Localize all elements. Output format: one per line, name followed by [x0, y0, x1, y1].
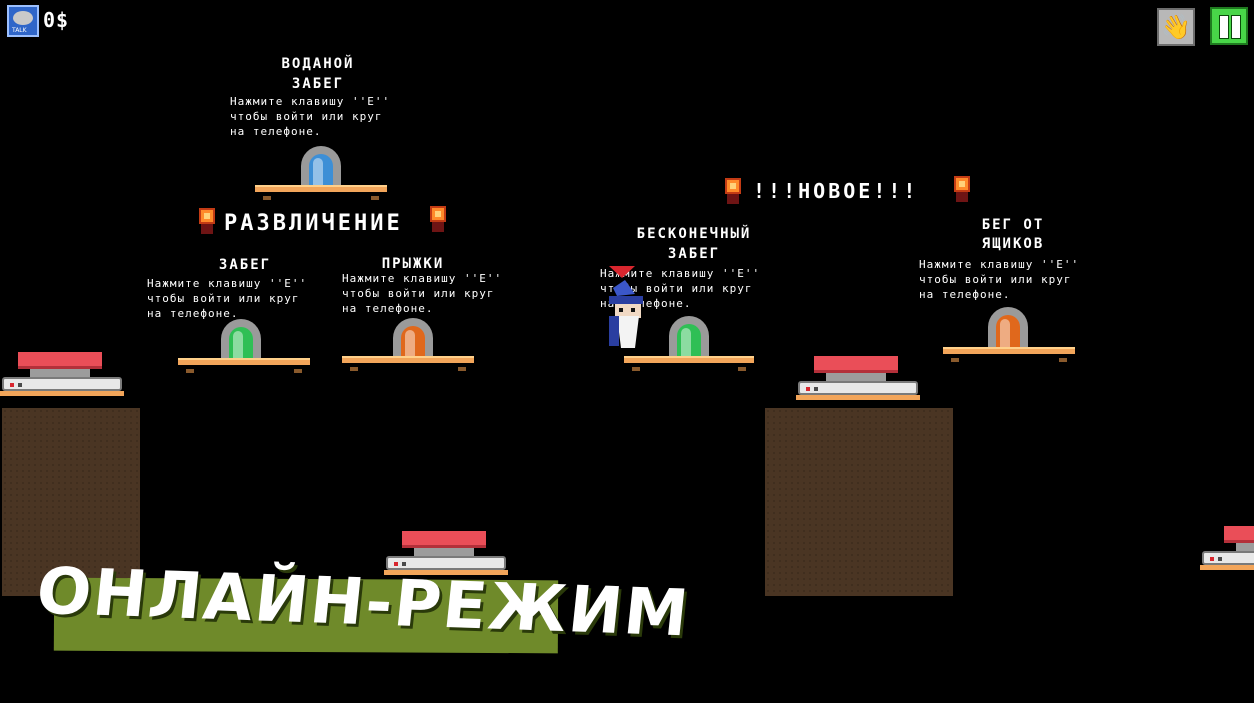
button-neck [1236, 543, 1254, 551]
portal-inner [677, 324, 701, 358]
shelf-leg [263, 196, 271, 200]
player-character [605, 266, 649, 348]
button-body [1202, 551, 1254, 565]
player-hat [613, 280, 635, 296]
jumps-hint: Нажмите клавишу ''E'' чтобы войти или кр… [342, 272, 503, 315]
button-cap [402, 531, 486, 548]
race-shelf [178, 358, 310, 373]
portal-inner [309, 154, 333, 188]
button-led [1218, 557, 1222, 561]
jumps-portal[interactable] [393, 318, 433, 360]
water-race-title-line1: ВОДАНОЙ [281, 56, 355, 72]
player-eye [631, 308, 635, 312]
pause-icon [1219, 15, 1229, 39]
shelf-leg [1059, 358, 1067, 362]
shelf-leg [632, 367, 640, 371]
race-portal[interactable] [221, 319, 261, 361]
player-hat-brim [609, 296, 643, 304]
waving-hand-icon[interactable]: 👋 [1157, 8, 1195, 46]
new-header: !!!НОВОЕ!!! [753, 179, 919, 203]
race-title: ЗАБЕГ [218, 257, 272, 273]
fun-header: РАЗВЛИЧЕНИЕ [224, 211, 403, 236]
button-body [386, 556, 506, 570]
shelf-leg [458, 367, 466, 371]
jump-pad-button [0, 352, 124, 398]
button-base [0, 391, 124, 396]
button-neck [414, 548, 474, 556]
button-led [10, 383, 14, 387]
portal-inner [401, 326, 425, 360]
player-beard [617, 316, 639, 348]
box-run-shelf [943, 347, 1075, 362]
jumps-shelf [342, 356, 474, 371]
torch-icon [722, 178, 744, 206]
endless-race-title-line1: БЕСКОНЕЧНЫЙ [636, 226, 752, 242]
button-cap [18, 352, 102, 369]
dirt-block [765, 408, 953, 596]
dirt-block [2, 408, 140, 596]
button-led [1210, 557, 1214, 561]
shelf-leg [294, 369, 302, 373]
button-base [796, 395, 920, 400]
shelf-leg [951, 358, 959, 362]
button-neck [30, 369, 90, 377]
water-race-title-line2: ЗАБЕГ [291, 76, 345, 92]
button-led [18, 383, 22, 387]
chat-bubble-icon [13, 11, 33, 25]
box-run-title-line2: ЯЩИКОВ [981, 236, 1045, 252]
money-counter: 0$ [43, 8, 70, 32]
button-led [814, 387, 818, 391]
portal-shade [1000, 319, 1010, 347]
shelf-leg [186, 369, 194, 373]
pause-icon-bar [1231, 15, 1241, 39]
jumps-title: ПРЫЖКИ [381, 256, 445, 272]
portal-shade [233, 331, 243, 359]
button-body [798, 381, 918, 395]
player-eye [619, 308, 623, 312]
button-neck [826, 373, 886, 381]
portal-inner [229, 327, 253, 361]
button-cap [1224, 526, 1254, 543]
jump-pad-button [384, 531, 508, 577]
button-cap [814, 356, 898, 373]
chat-button[interactable]: TALK [7, 5, 39, 37]
shelf-leg [738, 367, 746, 371]
torch-icon [951, 176, 973, 204]
torch-icon [196, 208, 218, 236]
box-run-portal[interactable] [988, 307, 1028, 349]
button-led [806, 387, 810, 391]
endless-race-portal[interactable] [669, 316, 709, 358]
box-run-hint: Нажмите клавишу ''E'' чтобы войти или кр… [919, 258, 1080, 301]
water-race-shelf [255, 185, 387, 200]
button-base [384, 570, 508, 575]
player-face [615, 304, 641, 318]
player-marker [609, 266, 635, 278]
race-hint: Нажмите клавишу ''E'' чтобы войти или кр… [147, 277, 308, 320]
torch-icon [427, 206, 449, 234]
button-led [394, 562, 398, 566]
box-run-title-line1: БЕГ ОТ [981, 217, 1045, 233]
water-race-hint: Нажмите клавишу ''E'' чтобы войти или кр… [230, 95, 391, 138]
jump-pad-button [796, 356, 920, 402]
portal-shade [405, 330, 415, 358]
button-base [1200, 565, 1254, 570]
endless-race-title-line2: ЗАБЕГ [667, 246, 721, 262]
portal-inner [996, 315, 1020, 349]
water-race-portal[interactable] [301, 146, 341, 188]
chat-icon-label: TALK [12, 27, 27, 34]
portal-shade [681, 328, 691, 356]
endless-race-shelf [624, 356, 754, 371]
player-robe [609, 316, 619, 346]
shelf-leg [350, 367, 358, 371]
button-led [402, 562, 406, 566]
button-body [2, 377, 122, 391]
portal-shade [313, 158, 323, 186]
jump-pad-button [1200, 526, 1254, 572]
pause-button[interactable] [1210, 7, 1248, 45]
shelf-leg [371, 196, 379, 200]
